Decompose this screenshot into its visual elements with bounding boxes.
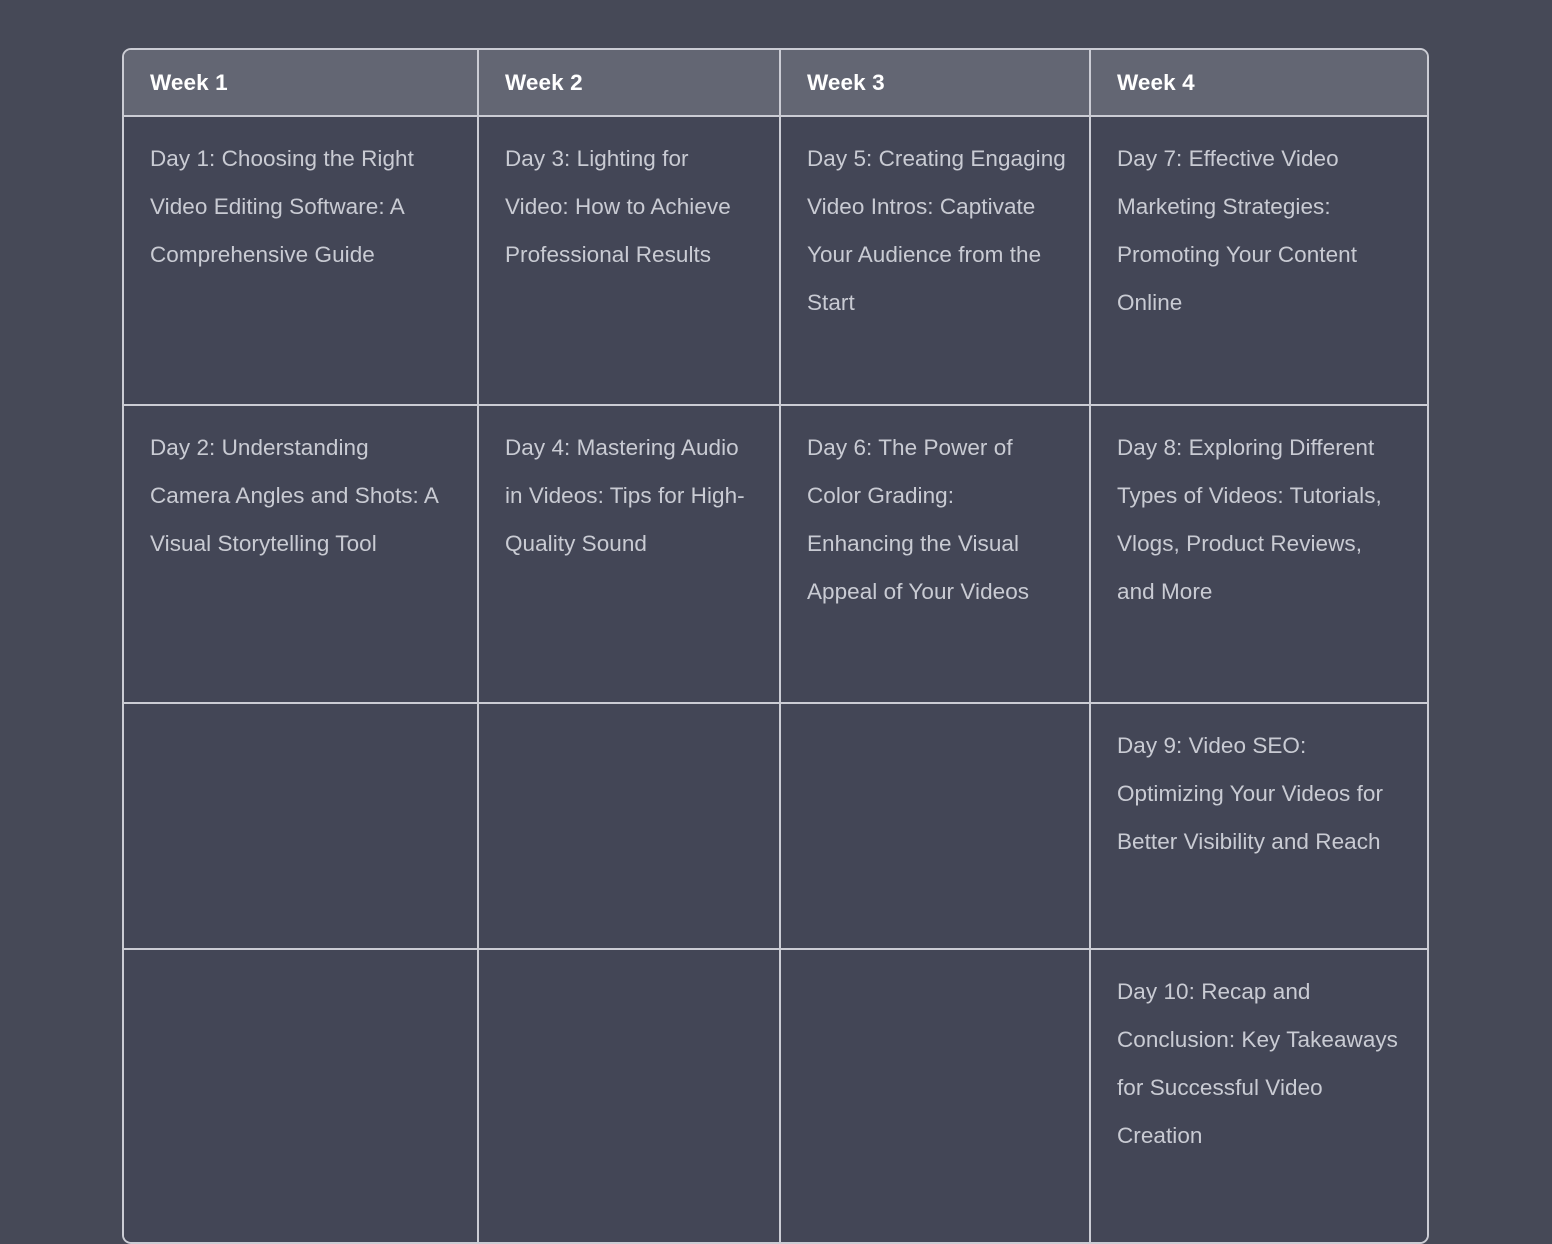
table-row: Day 10: Recap and Conclusion: Key Takeaw… [124, 950, 1427, 1242]
cell-week4-row2: Day 8: Exploring Different Types of Vide… [1091, 406, 1427, 704]
cell-week1-row2: Day 2: Understanding Camera Angles and S… [124, 406, 479, 704]
cell-week4-row3: Day 9: Video SEO: Optimizing Your Videos… [1091, 704, 1427, 950]
column-header-week-1: Week 1 [124, 50, 479, 117]
cell-week2-row4 [479, 950, 781, 1242]
table-row: Day 2: Understanding Camera Angles and S… [124, 406, 1427, 704]
cell-week3-row1: Day 5: Creating Engaging Video Intros: C… [781, 117, 1091, 406]
header-row: Week 1 Week 2 Week 3 Week 4 [124, 50, 1427, 117]
cell-week2-row2: Day 4: Mastering Audio in Videos: Tips f… [479, 406, 781, 704]
cell-week2-row1: Day 3: Lighting for Video: How to Achiev… [479, 117, 781, 406]
schedule-table-container: Week 1 Week 2 Week 3 Week 4 Day 1: Choos… [122, 48, 1429, 1244]
table-body: Day 1: Choosing the Right Video Editing … [124, 117, 1427, 1242]
cell-week3-row4 [781, 950, 1091, 1242]
content-schedule-table: Week 1 Week 2 Week 3 Week 4 Day 1: Choos… [122, 48, 1429, 1244]
cell-week3-row3 [781, 704, 1091, 950]
cell-week1-row4 [124, 950, 479, 1242]
page-root: Week 1 Week 2 Week 3 Week 4 Day 1: Choos… [122, 48, 1429, 1244]
table-row: Day 1: Choosing the Right Video Editing … [124, 117, 1427, 406]
cell-week1-row3 [124, 704, 479, 950]
column-header-week-3: Week 3 [781, 50, 1091, 117]
cell-week1-row1: Day 1: Choosing the Right Video Editing … [124, 117, 479, 406]
table-row: Day 9: Video SEO: Optimizing Your Videos… [124, 704, 1427, 950]
column-header-week-2: Week 2 [479, 50, 781, 117]
column-header-week-4: Week 4 [1091, 50, 1427, 117]
cell-week4-row1: Day 7: Effective Video Marketing Strateg… [1091, 117, 1427, 406]
table-header: Week 1 Week 2 Week 3 Week 4 [124, 50, 1427, 117]
cell-week4-row4: Day 10: Recap and Conclusion: Key Takeaw… [1091, 950, 1427, 1242]
cell-week2-row3 [479, 704, 781, 950]
cell-week3-row2: Day 6: The Power of Color Grading: Enhan… [781, 406, 1091, 704]
